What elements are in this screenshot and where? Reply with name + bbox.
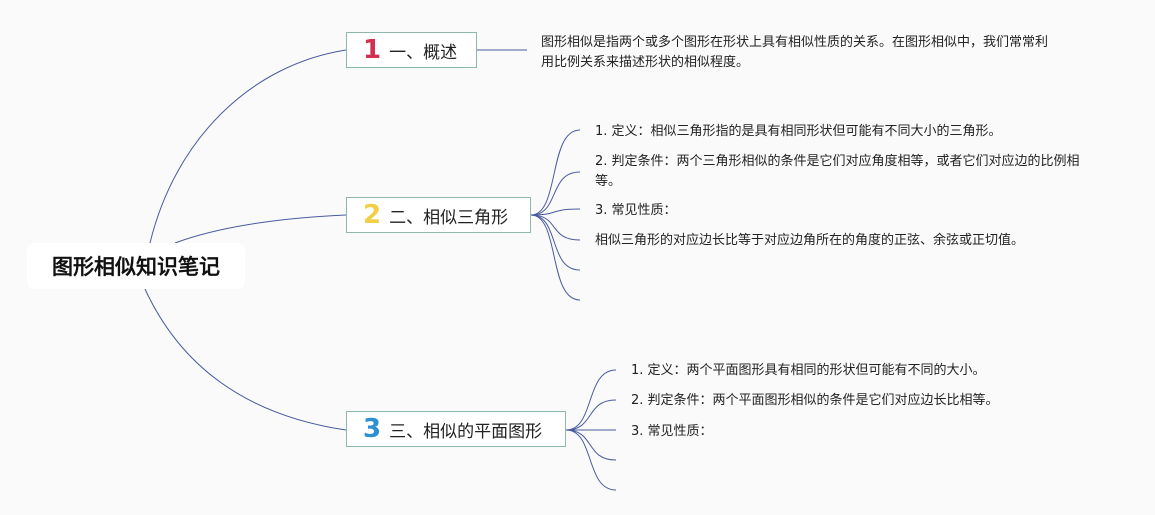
number-three-icon: 3	[363, 414, 382, 444]
connector-branch-2-leaf	[530, 129, 581, 216]
leaf-triangle-definition[interactable]: 1. 定义：相似三角形指的是具有相同形状但可能有不同大小的三角形。	[595, 124, 1002, 139]
connector-branch-3-leaf	[565, 429, 617, 491]
connector-branch-3-leaf	[565, 399, 617, 431]
connector-branch-2-leaf	[530, 214, 581, 271]
leaf-figure-definition[interactable]: 1. 定义：两个平面图形具有相同的形状但可能有不同的大小。	[631, 363, 986, 378]
leaf-triangle-property-detail[interactable]: 相似三角形的对应边长比等于对应边角所在的角度的正弦、余弦或正切值。	[595, 233, 1025, 248]
branch-similar-figures[interactable]: 3 三、相似的平面图形	[346, 411, 566, 447]
connector-branch-2-leaf	[530, 208, 581, 216]
connector-branch-3-leaf	[565, 429, 617, 461]
branch-label: 一、概述	[389, 42, 458, 63]
connector-branch-2-leaf	[530, 171, 581, 216]
branch-label: 三、相似的平面图形	[389, 421, 543, 442]
branch-label: 二、相似三角形	[389, 207, 509, 228]
branch-similar-triangles[interactable]: 2 二、相似三角形	[346, 197, 531, 233]
central-topic-label: 图形相似知识笔记	[52, 255, 220, 279]
leaf-triangle-properties[interactable]: 3. 常见性质：	[595, 203, 677, 218]
connector-root-branch-3	[144, 288, 347, 431]
connector-branch-2-leaf	[530, 214, 581, 241]
connector-root-branch-1	[149, 49, 347, 244]
leaf-triangle-criteria[interactable]: 2. 判定条件：两个三角形相似的条件是它们对应角度相等，或者它们对应边的比例相等…	[595, 154, 1080, 189]
number-two-icon: 2	[363, 200, 382, 230]
leaf-overview-text[interactable]: 图形相似是指两个或多个图形在形状上具有相似性质的关系。在图形相似中，我们常常利用…	[541, 35, 1049, 70]
number-one-icon: 1	[363, 35, 382, 65]
branch-overview[interactable]: 1 一、概述	[346, 32, 477, 68]
central-topic[interactable]: 图形相似知识笔记	[27, 243, 245, 289]
connector-root-branch-2	[174, 214, 347, 244]
leaf-figure-properties[interactable]: 3. 常见性质：	[631, 424, 713, 439]
connector-branch-3-leaf	[565, 369, 617, 431]
leaf-figure-criteria[interactable]: 2. 判定条件：两个平面图形相似的条件是它们对应边长比相等。	[631, 393, 999, 408]
connector-branch-2-leaf	[530, 214, 581, 301]
